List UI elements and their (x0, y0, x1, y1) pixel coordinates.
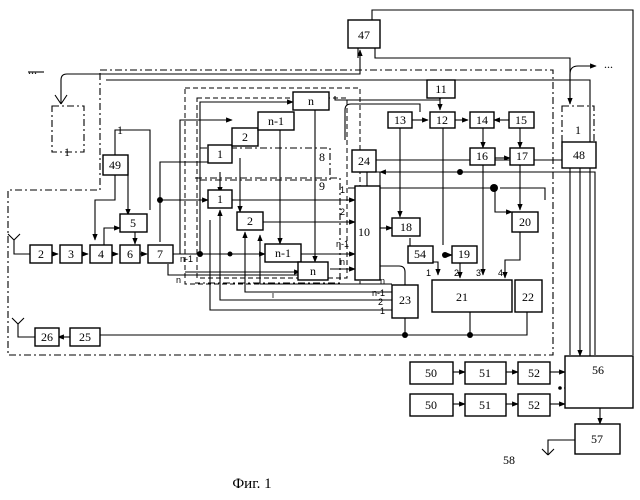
block-1-right: 1 (575, 123, 581, 137)
block-na: n (308, 94, 314, 108)
block-5: 5 (130, 216, 136, 230)
block-50a: 50 (425, 366, 437, 380)
block-51b: 51 (479, 398, 491, 412)
label-58: 58 (503, 453, 515, 467)
block-11: 11 (435, 82, 447, 96)
block-25: 25 (79, 330, 91, 344)
port-in-n1: n-1 (336, 239, 349, 249)
block-54: 54 (414, 247, 426, 261)
dots-right: ... (604, 57, 613, 71)
block-23: 23 (399, 293, 411, 307)
port-21-4: 4 (498, 268, 503, 278)
block-1-left: 1 (64, 145, 70, 159)
block-20: 20 (519, 215, 531, 229)
dots-left: ... (28, 63, 37, 77)
block-n1a: n-1 (268, 114, 284, 128)
block-49: 49 (109, 158, 121, 172)
port-23-n: n (380, 276, 385, 286)
label-n-left: n (176, 275, 181, 285)
label-n1-left: n-1 (180, 254, 193, 264)
block-2: 2 (38, 247, 44, 261)
block-12: 12 (436, 113, 448, 127)
block-17: 17 (516, 149, 528, 163)
block-48: 48 (573, 148, 585, 162)
block-15: 15 (515, 113, 527, 127)
port-in-1: 1 (340, 185, 345, 195)
block-19: 19 (458, 247, 470, 261)
block-3: 3 (68, 247, 74, 261)
block-56: 56 (592, 363, 604, 377)
port-23-1: 1 (380, 306, 385, 316)
block-16: 16 (476, 149, 488, 163)
port-in-n: n (340, 257, 345, 267)
block-51a: 51 (479, 366, 491, 380)
port-21-2: 2 (454, 268, 459, 278)
block-52b: 52 (528, 398, 540, 412)
port-21-3: 3 (476, 268, 481, 278)
block-13: 13 (394, 113, 406, 127)
block-1a: 1 (217, 147, 223, 161)
label-8: 8 (319, 150, 325, 164)
block-22: 22 (522, 290, 534, 304)
label-1-left: 1 (117, 123, 123, 137)
blocks: 47 1 1 1 49 5 2 3 4 6 7 1 2 n-1 n 8 9 1 … (30, 20, 633, 467)
block-52a: 52 (528, 366, 540, 380)
block-7: 7 (157, 247, 163, 261)
block-18: 18 (400, 220, 412, 234)
block-2b: 2 (247, 214, 253, 228)
port-in-2: 2 (340, 207, 345, 217)
block-10: 10 (358, 225, 370, 239)
block-4: 4 (98, 247, 104, 261)
block-14: 14 (476, 113, 488, 127)
block-2a: 2 (242, 130, 248, 144)
block-21: 21 (456, 290, 468, 304)
block-n1b: n-1 (275, 246, 291, 260)
block-nb: n (310, 264, 316, 278)
block-6: 6 (127, 247, 133, 261)
label-9: 9 (319, 179, 325, 193)
block-50b: 50 (425, 398, 437, 412)
block-24: 24 (358, 154, 370, 168)
block-57: 57 (591, 432, 603, 446)
label-i: i (272, 290, 274, 300)
block-47: 47 (358, 28, 370, 42)
port-21-1: 1 (426, 268, 431, 278)
block-26: 26 (41, 330, 53, 344)
connections (8, 10, 633, 455)
figure-caption: Фиг. 1 (232, 476, 271, 492)
block-1b: 1 (217, 192, 223, 206)
